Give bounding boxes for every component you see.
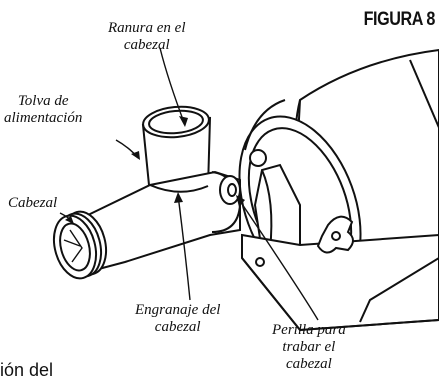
- label-tolva: Tolva de alimentación: [4, 93, 83, 126]
- label-perilla: Perilla para trabar el cabezal: [272, 322, 346, 372]
- arrow-heads: [65, 116, 245, 224]
- grinder-head: [52, 105, 242, 280]
- leader-lines: [59, 47, 319, 321]
- label-engranaje: Engranaje del cabezal: [135, 302, 221, 335]
- body-text-fragment: ión del: [0, 360, 54, 380]
- figure-title: FIGURA 8: [363, 9, 436, 30]
- label-ranura: Ranura en el cabezal: [108, 20, 186, 53]
- motor-housing: [238, 48, 439, 332]
- label-cabezal: Cabezal: [8, 195, 58, 211]
